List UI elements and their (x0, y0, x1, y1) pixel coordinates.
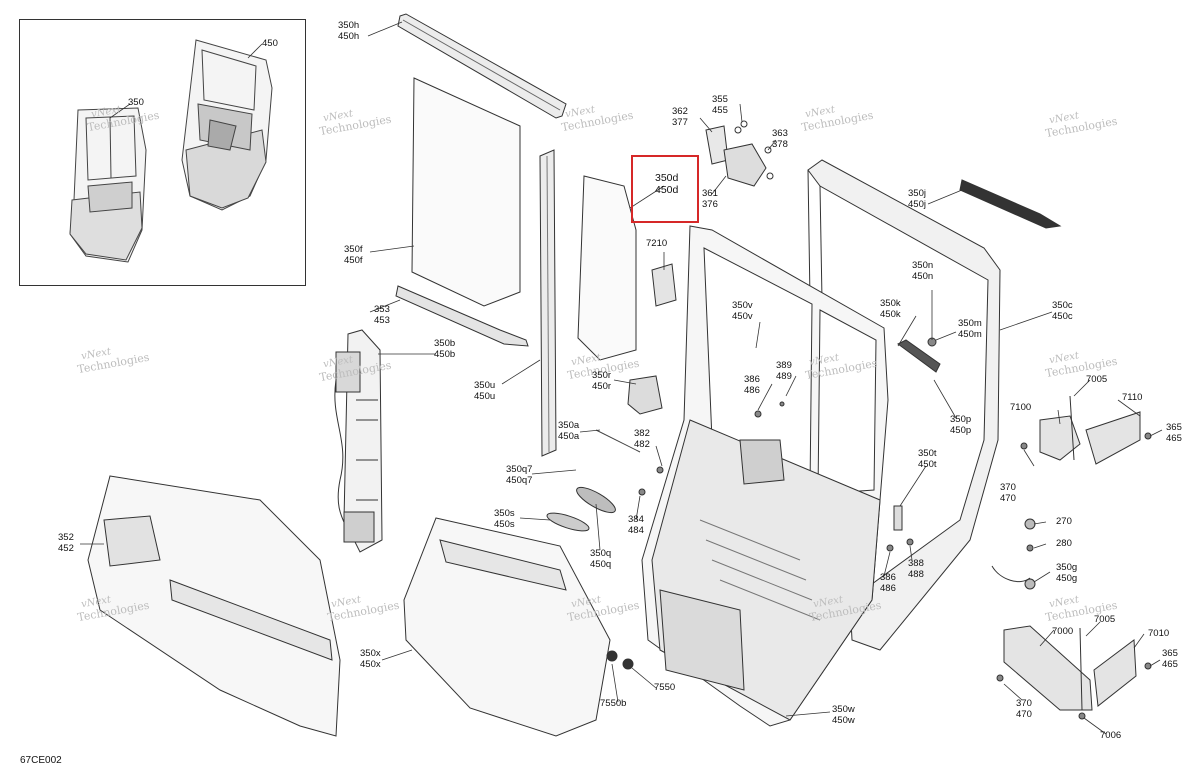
highlight-box (631, 155, 699, 223)
inset-door-right (181, 39, 273, 211)
bracket-7210 (651, 263, 677, 307)
glass-panel-large (411, 77, 521, 307)
callout-7000: 7000 (1052, 626, 1074, 637)
callout-7100: 7100 (1010, 402, 1032, 413)
callout-270: 270 (1056, 516, 1072, 527)
handle-350k (897, 339, 941, 373)
callout-7550: 7550 (654, 682, 676, 693)
leader-lines (80, 21, 1163, 735)
callout-7550b: 7550b (600, 698, 627, 709)
hinge-assembly-upper-right (1039, 395, 1141, 465)
hinge-assembly-lower-right (1003, 625, 1137, 711)
door-inner-assembly (641, 225, 889, 727)
upper-hinge (705, 120, 774, 187)
callout-7010: 7010 (1148, 628, 1170, 639)
glass-panel-small (577, 175, 637, 361)
callout-280: 280 (1056, 538, 1072, 549)
callout-7110: 7110 (1122, 392, 1143, 403)
inset-frame (19, 19, 306, 286)
door-latch (627, 375, 663, 415)
seal-strip-bottom (395, 285, 529, 347)
callout-7005-upper: 7005 (1086, 374, 1108, 385)
seal-strip-top (397, 13, 567, 119)
window-regulator (334, 329, 383, 553)
callout-450: 450 (262, 38, 278, 49)
callout-7210: 7210 (646, 238, 668, 249)
callout-7005-lower: 7005 (1094, 614, 1116, 625)
hardware-fasteners (606, 337, 1152, 720)
callout-7006: 7006 (1100, 730, 1122, 741)
callout-350: 350 (128, 97, 144, 108)
handle-350s (546, 512, 590, 532)
seal-strip-350j (959, 179, 1062, 229)
door-trim-panel (403, 517, 611, 737)
inset-door-left (69, 107, 147, 263)
door-frame (807, 159, 1001, 651)
handle-350q (576, 486, 616, 514)
diagram-code: 67CE002 (20, 755, 62, 766)
